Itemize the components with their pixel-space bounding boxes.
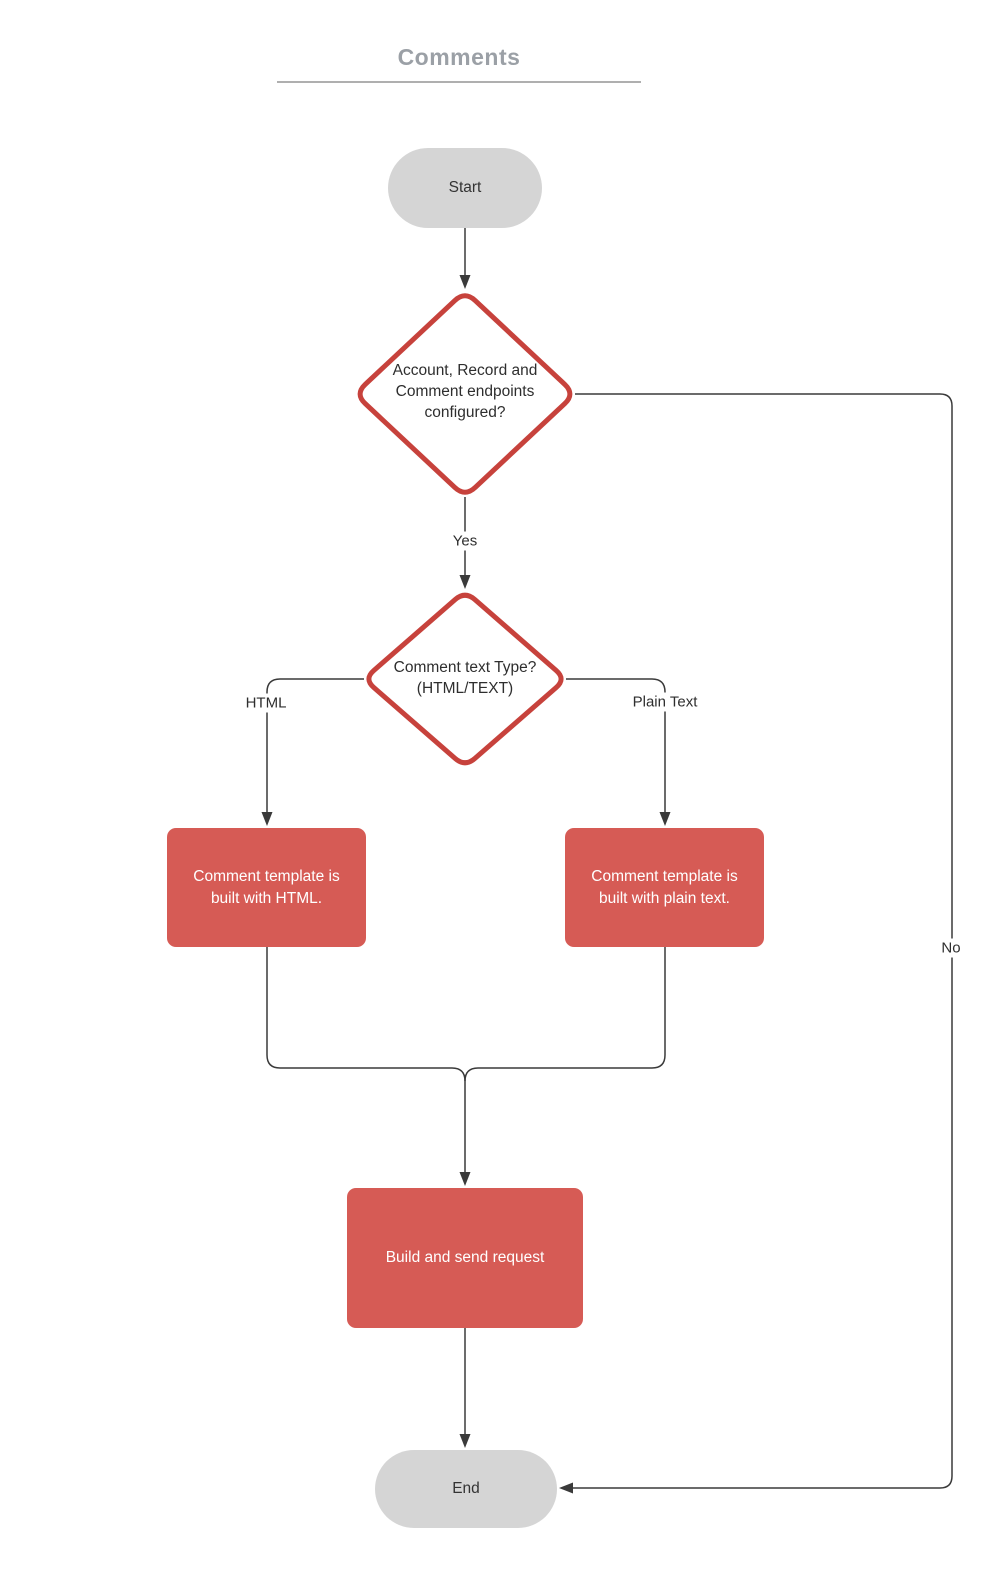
edge-label-no: No (937, 938, 965, 958)
decision-endpoints-shape (357, 293, 573, 495)
arrowhead-into-end-top (459, 1434, 471, 1448)
arrowhead-into-process-html (261, 812, 273, 826)
end-node: End (375, 1450, 557, 1528)
process-html-node-label: Comment template is built with HTML. (193, 867, 340, 907)
arrowhead-into-decision1 (459, 275, 471, 289)
edge-html-decision2-to-process (266, 678, 364, 814)
decision-text-type-label: Comment text Type? (HTML/TEXT) (393, 659, 537, 697)
arrowhead-into-build (459, 1172, 471, 1186)
edge-label-html: HTML (241, 693, 291, 713)
edge-plaintext-process-to-merge (464, 947, 666, 1082)
edge-html-process-to-merge (266, 947, 466, 1174)
arrowhead-into-process-plaintext (659, 812, 671, 826)
edge-plaintext-decision2-to-process (566, 678, 666, 814)
process-plain-text-node: Comment template is built with plain tex… (565, 828, 764, 947)
page-title: Comments (397, 44, 521, 70)
process-build-request-node: Build and send request (347, 1188, 583, 1328)
arrowheads (261, 275, 671, 1494)
edge-label-plain-text: Plain Text (628, 692, 702, 712)
title-underline (277, 81, 641, 83)
arrowhead-into-decision2 (459, 575, 471, 589)
start-node-label: Start (448, 179, 482, 196)
process-html-node: Comment template is built with HTML. (167, 828, 366, 947)
arrowhead-into-end-right (559, 1482, 573, 1494)
edge-label-yes: Yes (448, 531, 482, 551)
start-node: Start (388, 148, 542, 228)
process-build-request-node-label: Build and send request (385, 1249, 545, 1266)
decision-endpoints-label: Account, Record and Comment endpoints co… (392, 362, 538, 421)
decision-text-type-shape (366, 592, 564, 766)
end-node-label: End (452, 1480, 480, 1497)
process-plain-text-node-label: Comment template is built with plain tex… (591, 867, 738, 907)
